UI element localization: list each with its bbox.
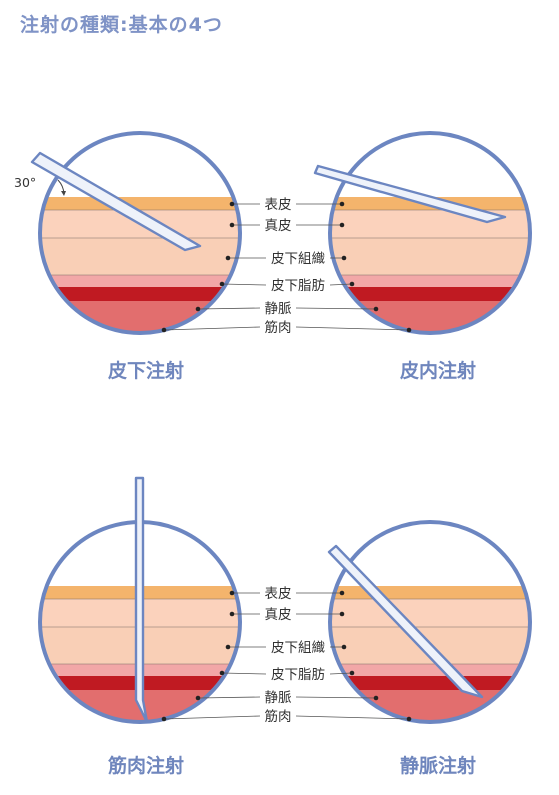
layer-vein [40, 287, 240, 301]
leader-line [163, 326, 261, 331]
layer-muscle [330, 301, 530, 333]
leader-line [197, 696, 261, 699]
label-epidermis: 表皮 [265, 197, 292, 213]
leader-dot [406, 327, 412, 333]
layer-muscle [40, 301, 240, 333]
label-vein: 静脈 [265, 301, 292, 317]
label-vein: 静脈 [265, 690, 292, 706]
layer-subcutaneous [40, 238, 240, 275]
leader-line [295, 696, 377, 699]
layer-vein [330, 676, 530, 690]
leader-dot [341, 255, 347, 261]
circle-outline [328, 520, 532, 724]
leader-dot [406, 716, 412, 722]
circle-outline [38, 131, 242, 335]
needle-intramuscular [134, 476, 149, 724]
layer-muscle [330, 690, 530, 722]
leader-dot [195, 306, 201, 312]
leader-line [221, 283, 267, 286]
layer-subcutaneous-fat [330, 664, 530, 676]
leader-line [295, 715, 410, 720]
leader-dot [219, 670, 225, 676]
label-dermis: 真皮 [265, 218, 292, 234]
leader-dot [339, 201, 345, 207]
leader-line [295, 326, 410, 331]
leader-dot [373, 695, 379, 701]
leader-dot [229, 201, 235, 207]
leader-line [221, 672, 267, 675]
layer-dermis [330, 599, 530, 627]
caption-subcutaneous: 皮下注射 [108, 359, 184, 382]
layer-dermis [330, 210, 530, 238]
leader-dot [225, 255, 231, 261]
label-subcutaneous-fat: 皮下脂肪 [271, 278, 325, 294]
diagram-intradermal [328, 131, 532, 335]
leader-line [329, 283, 353, 286]
leader-dot [349, 670, 355, 676]
label-muscle: 筋肉 [265, 708, 292, 725]
caption-intravenous: 静脈注射 [400, 754, 476, 777]
layer-epidermis [40, 197, 240, 210]
leader-dot [373, 306, 379, 312]
leader-dot [161, 716, 167, 722]
leader-dot [195, 695, 201, 701]
layer-subcutaneous-fat [330, 275, 530, 287]
diagram-intravenous [328, 520, 532, 724]
layer-subcutaneous [330, 238, 530, 275]
leader-dot [161, 327, 167, 333]
leader-line [329, 672, 353, 675]
needle-intravenous [327, 544, 484, 699]
label-subcutaneous: 皮下組織 [271, 640, 325, 656]
leader-dot [341, 644, 347, 650]
layer-epidermis [330, 586, 530, 599]
leader-line [163, 715, 261, 720]
caption-intradermal: 皮内注射 [400, 359, 476, 382]
leader-line [295, 307, 377, 310]
leader-dot [349, 281, 355, 287]
leader-dot [339, 590, 345, 596]
leader-dot [225, 644, 231, 650]
page-title: 注射の種類:基本の4つ [20, 14, 223, 36]
label-subcutaneous-fat: 皮下脂肪 [271, 667, 325, 683]
label-epidermis: 表皮 [265, 586, 292, 602]
label-dermis: 真皮 [265, 607, 292, 623]
layer-vein [330, 287, 530, 301]
leader-dot [229, 611, 235, 617]
leader-line [197, 307, 261, 310]
leader-dot [339, 611, 345, 617]
leader-dot [229, 222, 235, 228]
diagram-subcutaneous [38, 131, 242, 335]
layer-subcutaneous-fat [40, 275, 240, 287]
leader-dot [219, 281, 225, 287]
leader-dot [339, 222, 345, 228]
needle-subcutaneous [30, 151, 202, 252]
angle-arrowhead [61, 191, 66, 196]
label-muscle: 筋肉 [265, 319, 292, 336]
needle-intradermal [313, 164, 507, 224]
leader-dot [229, 590, 235, 596]
label-subcutaneous: 皮下組織 [271, 251, 325, 267]
angle-label: 30° [14, 175, 36, 190]
circle-outline [328, 131, 532, 335]
caption-intramuscular: 筋肉注射 [108, 754, 184, 777]
